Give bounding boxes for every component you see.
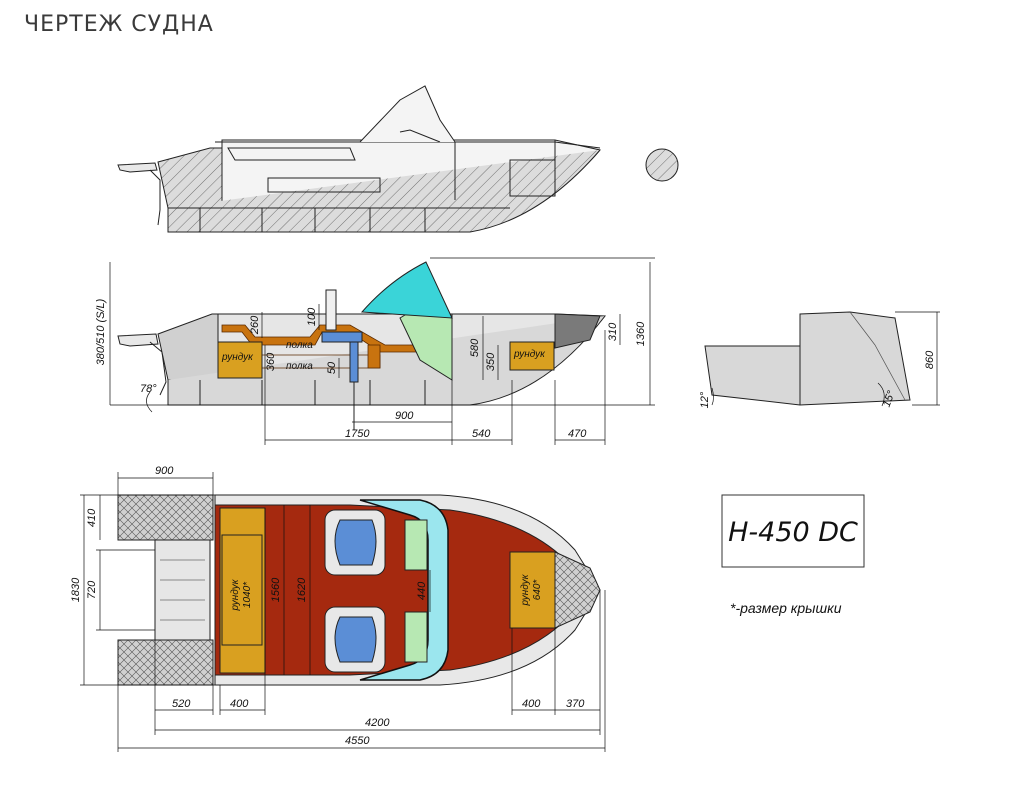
dim-1360: 1360 bbox=[635, 321, 647, 346]
side-view: рундук рундук полка полка bbox=[95, 257, 655, 445]
dim-310: 310 bbox=[607, 322, 619, 341]
shelf-label-1: полка bbox=[286, 340, 313, 351]
locker-size-rear: 1040* bbox=[242, 581, 253, 608]
dim-1620: 1620 bbox=[296, 577, 308, 602]
section-view: 860 12° 15° bbox=[699, 311, 940, 409]
dim-720: 720 bbox=[86, 580, 98, 599]
dim-angle-78: 78° bbox=[140, 383, 157, 395]
dim-height-sl: 380/510 (S/L) bbox=[95, 298, 107, 365]
dim-370: 370 bbox=[566, 698, 585, 710]
shelf-label-2: полка bbox=[286, 361, 313, 372]
footnote: *-размер крышки bbox=[730, 600, 842, 616]
dim-4550: 4550 bbox=[345, 735, 370, 747]
locker-size-front: 640* bbox=[532, 579, 543, 601]
dim-470: 470 bbox=[568, 428, 587, 440]
dim-860: 860 bbox=[924, 350, 936, 369]
dim-900-plan: 900 bbox=[155, 465, 174, 477]
model-name: H-450 DC bbox=[728, 517, 858, 548]
dim-1560: 1560 bbox=[270, 577, 282, 602]
dim-1750: 1750 bbox=[345, 428, 370, 440]
dim-900-side: 900 bbox=[395, 410, 414, 422]
dim-410: 410 bbox=[86, 508, 98, 527]
dim-100: 100 bbox=[306, 307, 318, 326]
dim-50: 50 bbox=[326, 361, 338, 374]
dim-angle-12: 12° bbox=[699, 391, 711, 408]
locker-label-rear: рундук bbox=[230, 578, 241, 611]
top-side-view bbox=[117, 85, 679, 233]
plan-view: рундук 1040* рундук 640* bbox=[70, 465, 606, 752]
dim-260: 260 bbox=[249, 315, 261, 335]
dim-1830: 1830 bbox=[70, 577, 82, 602]
dim-4200: 4200 bbox=[365, 717, 390, 729]
dim-400-front: 400 bbox=[522, 698, 541, 710]
dim-angle-15: 15° bbox=[881, 389, 898, 409]
dim-520: 520 bbox=[172, 698, 191, 710]
dim-580: 580 bbox=[469, 338, 481, 357]
dim-540: 540 bbox=[472, 428, 491, 440]
dim-360: 360 bbox=[265, 352, 277, 371]
page-title: ЧЕРТЕЖ СУДНА bbox=[24, 12, 214, 37]
dim-400-rear: 400 bbox=[230, 698, 249, 710]
locker-label-side-front: рундук bbox=[513, 349, 546, 360]
model-box: H-450 DC bbox=[721, 494, 865, 568]
locker-label-front: рундук bbox=[520, 573, 531, 606]
dim-440: 440 bbox=[416, 581, 428, 600]
dim-350: 350 bbox=[485, 352, 497, 371]
locker-label-side-rear: рундук bbox=[221, 352, 254, 363]
